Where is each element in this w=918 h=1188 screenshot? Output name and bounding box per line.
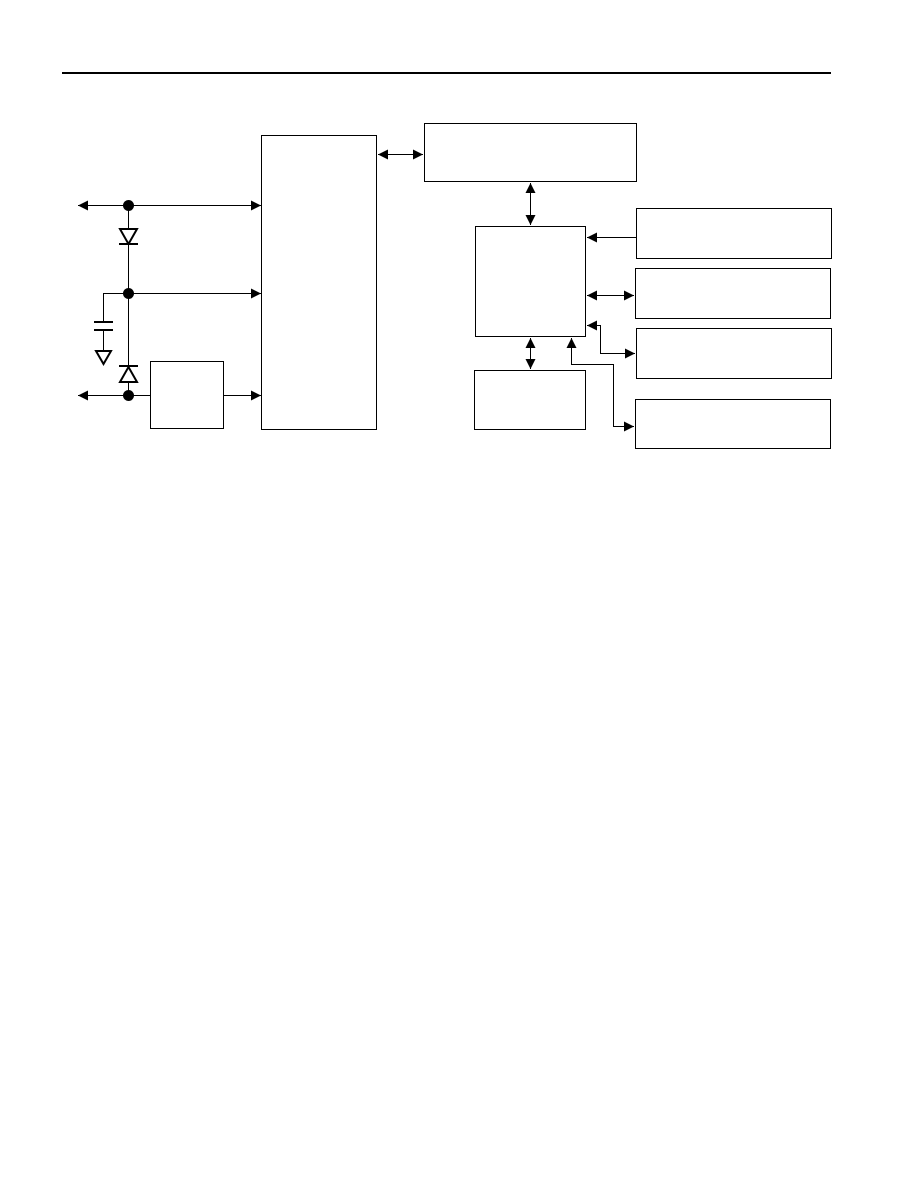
top-interface-block xyxy=(424,123,637,182)
hub-peripheral4-link xyxy=(566,338,634,432)
lower-diode-symbol xyxy=(118,364,139,383)
peripheral-block-4 xyxy=(635,399,831,449)
capacitor-branch-wire xyxy=(103,293,128,322)
ground-symbol xyxy=(94,350,113,367)
regulator-block xyxy=(150,361,224,429)
junction-dot xyxy=(123,200,134,211)
capacitor-symbol xyxy=(94,321,113,331)
hub-peripheral3-link xyxy=(587,320,635,359)
main-controller-block xyxy=(261,135,377,430)
lower-memory-block xyxy=(474,370,586,430)
peripheral-block-2 xyxy=(635,268,831,319)
junction-dot xyxy=(123,288,134,299)
junction-dot xyxy=(123,390,134,401)
central-hub-block xyxy=(475,226,586,337)
peripheral-block-1 xyxy=(636,208,832,259)
upper-diode-symbol xyxy=(118,228,139,247)
peripheral-block-3 xyxy=(636,328,832,379)
